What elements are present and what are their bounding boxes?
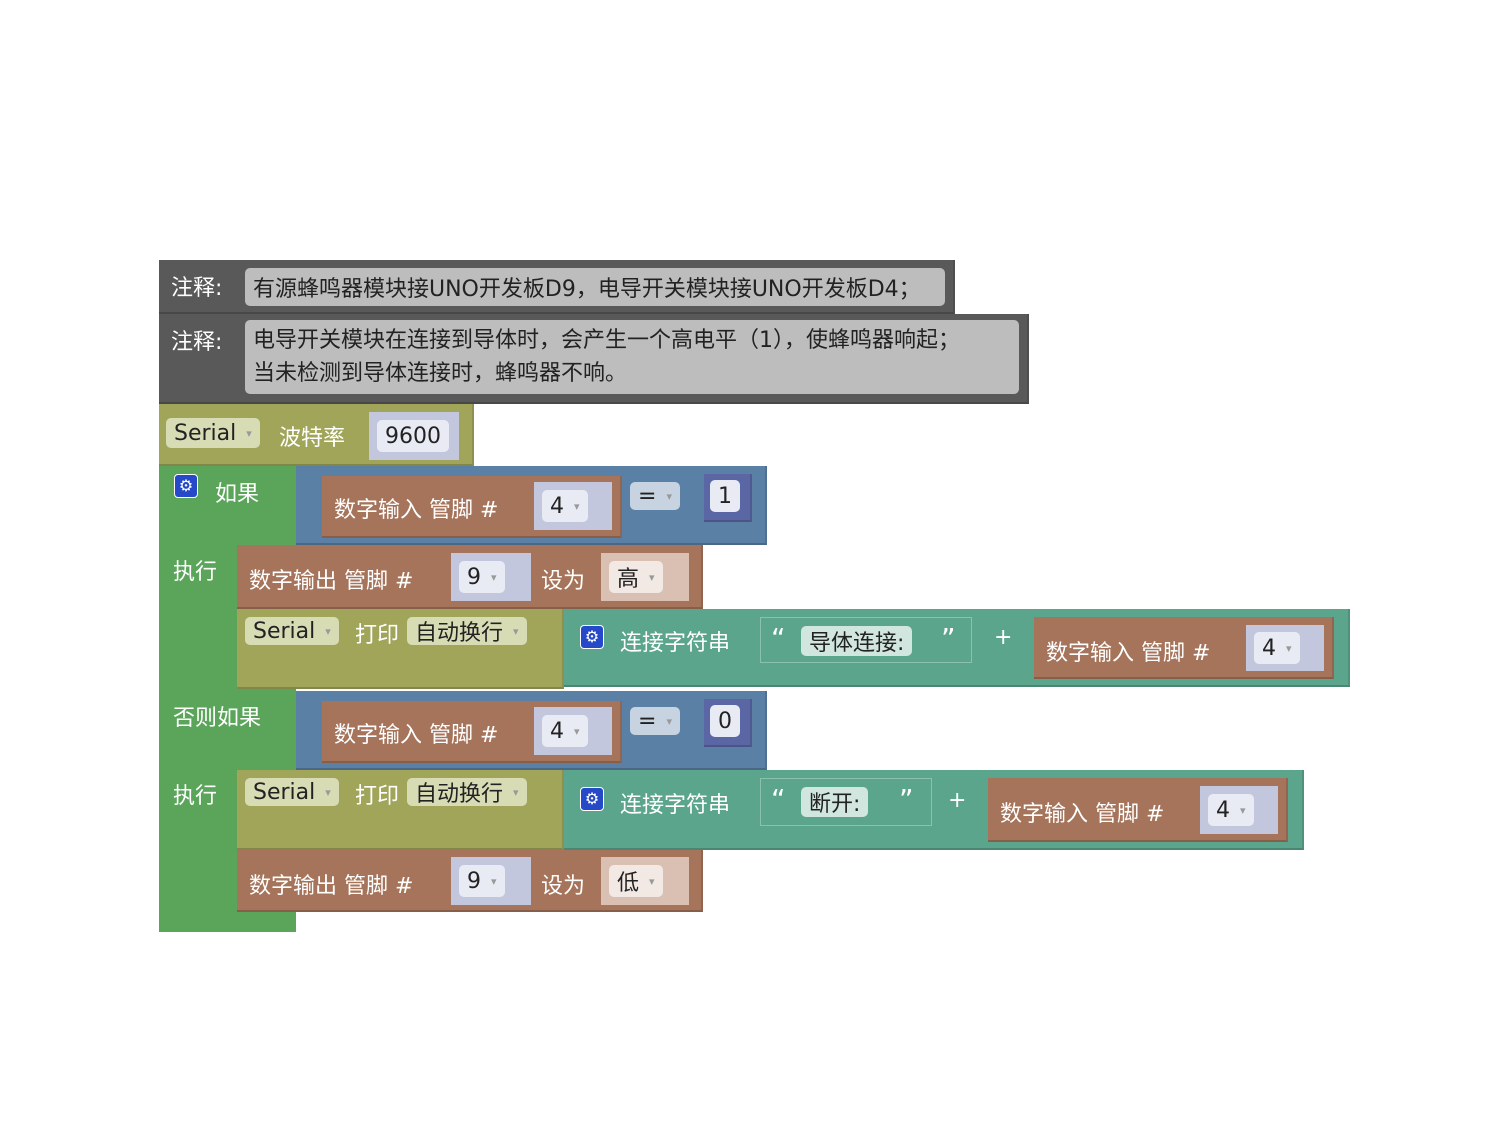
digital-read-block[interactable]: 数字输入 管脚 # 4 [322, 701, 622, 763]
newline-dropdown[interactable]: 自动换行 [407, 617, 527, 646]
comment-label: 注释: [171, 330, 223, 355]
if-label: 如果 [215, 482, 260, 507]
baud-label: 波特率 [279, 426, 346, 451]
plus-label: + [994, 625, 1013, 650]
gear-icon[interactable]: ⚙ [580, 787, 604, 811]
number-input[interactable]: 1 [710, 480, 740, 512]
elseif-label: 否则如果 [173, 706, 262, 731]
join-text-block-1[interactable]: ⚙ 连接字符串 “ 导体连接: ” + 数字输入 管脚 # 4 [564, 609, 1350, 687]
compare-block-2[interactable]: 数字输入 管脚 # 4 = 0 [296, 691, 767, 770]
gear-icon[interactable]: ⚙ [580, 625, 604, 649]
pin-dropdown[interactable]: 4 [1254, 632, 1300, 664]
close-quote-icon: ” [899, 783, 914, 816]
operator-dropdown[interactable]: = [630, 707, 680, 735]
if-else-block[interactable]: ⚙ 如果 执行 否则如果 执行 [159, 466, 261, 932]
baud-input[interactable]: 9600 [377, 420, 449, 452]
digital-write-block-high[interactable]: 数字输出 管脚 # 9 设为 高 [237, 545, 703, 609]
pin-dropdown[interactable]: 9 [459, 561, 505, 593]
digital-read-block[interactable]: 数字输入 管脚 # 4 [1034, 617, 1334, 679]
print-label: 打印 [355, 784, 400, 809]
pin-dropdown[interactable]: 4 [542, 715, 588, 747]
comment-label: 注释: [171, 276, 223, 301]
do-label-2: 执行 [173, 784, 218, 809]
do-label: 执行 [173, 560, 218, 585]
plus-label: + [948, 788, 967, 813]
compare-block-1[interactable]: 数字输入 管脚 # 4 = 1 [296, 466, 767, 545]
level-dropdown[interactable]: 高 [609, 561, 663, 593]
pin-dropdown[interactable]: 4 [542, 490, 588, 522]
digital-read-label: 数字输入 管脚 # [1046, 641, 1211, 666]
operator-dropdown[interactable]: = [630, 482, 680, 510]
digital-write-block-low[interactable]: 数字输出 管脚 # 9 设为 低 [237, 850, 703, 912]
digital-write-label: 数字输出 管脚 # [249, 874, 414, 899]
text-literal-block[interactable]: “ 断开: ” [760, 778, 932, 826]
digital-read-label: 数字输入 管脚 # [334, 498, 499, 523]
join-text-block-2[interactable]: ⚙ 连接字符串 “ 断开: ” + 数字输入 管脚 # 4 [564, 770, 1304, 850]
text-input[interactable]: 导体连接: [801, 626, 913, 656]
print-label: 打印 [355, 623, 400, 648]
serial-print-block-1[interactable]: Serial 打印 自动换行 [237, 609, 564, 689]
if-block-bottom [237, 912, 296, 932]
open-quote-icon: “ [771, 622, 786, 655]
digital-read-label: 数字输入 管脚 # [1000, 802, 1165, 827]
comment-line: 当未检测到导体连接时，蜂鸣器不响。 [253, 361, 628, 386]
serial-port-dropdown[interactable]: Serial [245, 778, 339, 806]
text-input[interactable]: 断开: [801, 787, 869, 817]
serial-port-dropdown[interactable]: Serial [166, 418, 260, 448]
elseif-arm [237, 689, 296, 770]
open-quote-icon: “ [771, 783, 786, 816]
comment-block-1[interactable]: 注释: 有源蜂鸣器模块接UNO开发板D9，电导开关模块接UNO开发板D4； [159, 260, 955, 314]
comment-block-2[interactable]: 注释: 电导开关模块在连接到导体时，会产生一个高电平（1），使蜂鸣器响起； 当未… [159, 314, 1029, 404]
comment-text-field[interactable]: 有源蜂鸣器模块接UNO开发板D9，电导开关模块接UNO开发板D4； [245, 268, 945, 306]
level-dropdown[interactable]: 低 [609, 865, 663, 897]
digital-read-block[interactable]: 数字输入 管脚 # 4 [322, 476, 622, 538]
set-label: 设为 [541, 569, 586, 594]
comment-line: 电导开关模块在连接到导体时，会产生一个高电平（1），使蜂鸣器响起； [253, 328, 960, 353]
close-quote-icon: ” [941, 622, 956, 655]
newline-dropdown[interactable]: 自动换行 [407, 778, 527, 807]
comment-text-field[interactable]: 电导开关模块在连接到导体时，会产生一个高电平（1），使蜂鸣器响起； 当未检测到导… [245, 320, 1019, 394]
join-label: 连接字符串 [620, 631, 731, 656]
serial-print-block-2[interactable]: Serial 打印 自动换行 [237, 770, 564, 850]
pin-dropdown[interactable]: 4 [1208, 794, 1254, 826]
digital-read-block[interactable]: 数字输入 管脚 # 4 [988, 778, 1288, 842]
gear-icon[interactable]: ⚙ [174, 474, 198, 498]
number-input[interactable]: 0 [710, 705, 740, 737]
pin-dropdown[interactable]: 9 [459, 865, 505, 897]
join-label: 连接字符串 [620, 793, 731, 818]
if-arm [237, 466, 296, 545]
baud-slot: 9600 [369, 412, 459, 460]
digital-write-label: 数字输出 管脚 # [249, 569, 414, 594]
serial-begin-block[interactable]: Serial 波特率 9600 [159, 404, 474, 466]
serial-port-dropdown[interactable]: Serial [245, 617, 339, 645]
text-literal-block[interactable]: “ 导体连接: ” [760, 617, 972, 663]
set-label: 设为 [541, 874, 586, 899]
digital-read-label: 数字输入 管脚 # [334, 723, 499, 748]
